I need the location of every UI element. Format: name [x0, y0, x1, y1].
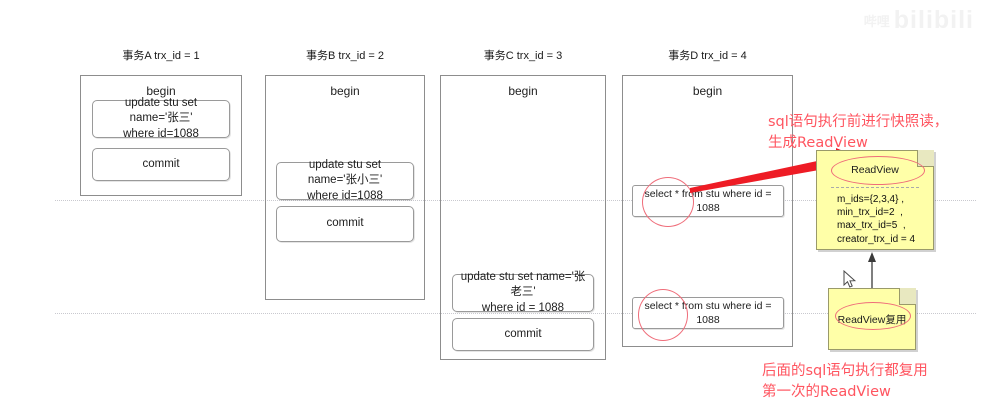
txn-a-box: begin: [80, 75, 242, 196]
txn-c-commit-label: commit: [504, 327, 542, 340]
txn-d-box: begin: [622, 75, 793, 347]
readview-note: ReadView m_ids={2,3,4} , min_trx_id=2 , …: [816, 150, 934, 250]
top-annotation-line-2: 生成ReadView: [768, 135, 868, 152]
txn-b-statement-update: update stu set name='张小三' where id=1088: [276, 158, 414, 202]
readview-reuse-note: ReadView复用: [828, 288, 916, 350]
mouse-cursor: [843, 270, 857, 288]
txn-b-update-line2: where id=1088: [307, 189, 383, 202]
bottom-annotation-line-1: 后面的sql语句执行都复用: [762, 363, 928, 379]
txn-c-begin-label: begin: [508, 84, 538, 98]
readview-note-title: ReadView: [851, 164, 899, 176]
txn-c-statement-update: update stu set name='张老三' where id = 108…: [452, 270, 594, 314]
txn-a-begin-label: begin: [146, 84, 176, 98]
txn-c-update-line1: update stu set name='张老三': [460, 270, 586, 299]
txn-b-update-line1: update stu set name='张小三': [307, 158, 383, 187]
readview-note-body: m_ids={2,3,4} , min_trx_id=2 , max_trx_i…: [837, 194, 916, 245]
watermark-small-text: 哔哩: [863, 14, 890, 29]
txn-d-select2-label: select * from stu where id = 1088: [644, 299, 772, 326]
readview-reuse-note-label: ReadView复用: [837, 313, 907, 326]
txn-b-begin-label: begin: [330, 84, 360, 98]
txn-d-statement-select-2: select * from stu where id = 1088: [632, 297, 784, 329]
txn-d-statement-select-1: select * from stu where id = 1088: [632, 185, 784, 217]
top-annotation-line-1: sql语句执行前进行快照读，: [768, 114, 949, 130]
timeline-rule-2: [55, 313, 976, 314]
txn-a-title: 事务A trx_id = 1: [122, 50, 200, 62]
txn-a-update-line1: update stu set name='张三': [124, 96, 198, 125]
txn-c-title: 事务C trx_id = 3: [483, 50, 563, 62]
watermark-main-text: bilibili: [893, 6, 974, 34]
txn-a-statement-update: update stu set name='张三' where id=1088: [92, 96, 230, 140]
txn-d-select1-label: select * from stu where id = 1088: [644, 187, 772, 214]
top-annotation-note: sql语句执行前进行快照读， 生成ReadView: [768, 112, 948, 154]
readview-reuse-link-arrow: [868, 252, 876, 292]
txn-d-title: 事务D trx_id = 4: [668, 50, 747, 62]
txn-c-update-line2: where id = 1088: [481, 301, 565, 314]
txn-d-begin-label: begin: [692, 84, 723, 98]
readview-note-divider: [831, 187, 919, 188]
timeline-rule-1: [55, 200, 976, 201]
txn-a-statement-commit: commit: [92, 148, 230, 181]
txn-b-box: begin: [265, 75, 425, 300]
txn-b-commit-label: commit: [326, 217, 364, 230]
txn-c-statement-commit: commit: [452, 318, 594, 351]
txn-b-statement-commit: commit: [276, 206, 414, 242]
txn-a-update-line2: where id=1088: [123, 127, 199, 140]
txn-c-box: begin: [440, 75, 606, 360]
bottom-annotation-note: 后面的sql语句执行都复用 第一次的ReadView: [762, 361, 928, 403]
bottom-annotation-line-2: 第一次的ReadView: [762, 384, 891, 401]
txn-a-commit-label: commit: [142, 157, 180, 170]
txn-b-title: 事务B trx_id = 2: [306, 50, 384, 62]
